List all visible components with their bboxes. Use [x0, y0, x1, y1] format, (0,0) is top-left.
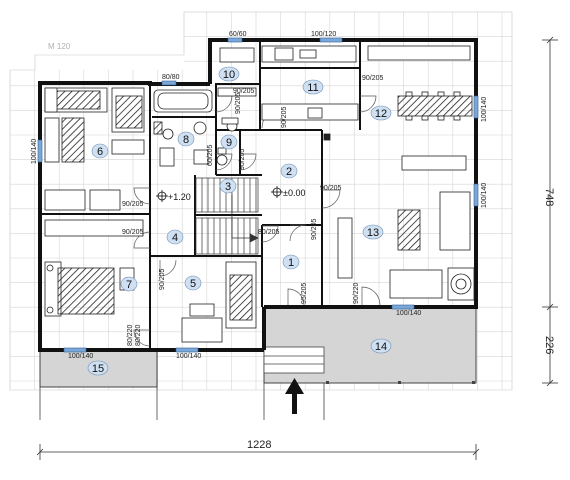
- level-marker-ground: ±0.00: [271, 186, 305, 198]
- room-number-badge: [219, 178, 237, 194]
- terrace-steps: [263, 346, 325, 374]
- room-number-1: 1: [282, 254, 300, 270]
- door-80-220-b-label: 80/220: [127, 324, 134, 346]
- room-number-12: 12: [370, 105, 392, 121]
- room-number-text: 1: [288, 257, 294, 269]
- door-80-205-label: 80/205: [258, 229, 280, 236]
- door-90-205-kitchen-label: 90/205: [281, 106, 288, 128]
- room-number-badge: [166, 229, 184, 245]
- door-90-205-room10-label: 90/205: [233, 88, 255, 95]
- room-number-3: 3: [219, 178, 237, 194]
- room-number-text: 10: [223, 69, 235, 81]
- door-90-205-room13-label: 90/205: [320, 185, 342, 192]
- level-marker-upper: +1.20: [156, 190, 191, 202]
- terrace-posts: [326, 381, 475, 384]
- door-swings: [133, 95, 381, 347]
- room-number-9: 9: [220, 134, 238, 150]
- room-number-badge: [280, 163, 298, 179]
- room-number-badge: [91, 143, 109, 159]
- dimension-total-width: 1228: [247, 439, 271, 451]
- room-number-5: 5: [184, 275, 202, 291]
- room-number-6: 6: [91, 143, 109, 159]
- level-upper: +1.20: [168, 192, 191, 202]
- window-60-60-label: 60/60: [229, 31, 247, 38]
- room-number-text: 13: [367, 227, 379, 239]
- door-90-205-room5-label: 90/205: [159, 268, 166, 290]
- room-number-13: 13: [362, 224, 384, 240]
- support-lines: [39, 383, 325, 420]
- room-number-text: 8: [183, 134, 189, 146]
- room-number-text: 9: [226, 137, 232, 149]
- window-80-80-label: 80/80: [162, 74, 180, 81]
- furniture: [44, 45, 475, 343]
- opening-labels-vertical: 90/205 100/140 100/140 100/140 60/205 90…: [31, 92, 488, 346]
- room-number-11: 11: [302, 79, 324, 95]
- dimension-house-depth: 748: [543, 188, 555, 206]
- room-number-10: 10: [218, 66, 240, 82]
- door-95-205-label: 95/205: [301, 282, 308, 304]
- room-number-14: 14: [370, 338, 392, 354]
- room-number-badge: [370, 105, 392, 121]
- room-number-text: 15: [92, 363, 104, 375]
- grid-label: M 120: [48, 42, 71, 51]
- level-ground: ±0.00: [283, 188, 305, 198]
- room-number-8: 8: [177, 131, 195, 147]
- door-90-205-room8-label: 90/205: [235, 92, 242, 114]
- window-100-140-bottom-a-label: 100/140: [68, 353, 93, 360]
- window-100-140-right-a-label: 100/140: [481, 97, 488, 122]
- room-number-text: 4: [172, 232, 178, 244]
- room-number-badge: [302, 79, 324, 95]
- room-number-text: 11: [307, 82, 318, 94]
- door-90-205-room7-label: 90/205: [122, 229, 144, 236]
- entrance-arrow: [285, 378, 304, 414]
- door-90-205-room12-label: 90/205: [362, 75, 384, 82]
- room-number-badge: [370, 338, 392, 354]
- dimension-terrace-depth: 226: [543, 336, 555, 354]
- room-number-badge: [87, 360, 109, 376]
- room-number-text: 12: [375, 108, 387, 120]
- window-100-120-label: 100/120: [311, 31, 336, 38]
- window-100-140-left-label: 100/140: [31, 139, 38, 164]
- room-number-badge: [362, 224, 384, 240]
- room-number-badge: [220, 134, 238, 150]
- interior-walls: [40, 40, 361, 350]
- door-80-220-a-label: 80/220: [135, 324, 142, 346]
- door-90-205-room2-label: 90/205: [311, 218, 318, 240]
- room-number-text: 14: [375, 341, 387, 353]
- room-number-4: 4: [166, 229, 184, 245]
- room-number-text: 7: [126, 279, 132, 291]
- room-number-text: 3: [225, 181, 231, 193]
- door-90-205-room6-label: 90/205: [122, 201, 144, 208]
- window-100-140-bottom-b-label: 100/140: [176, 353, 201, 360]
- window-100-140-right-b-label: 100/140: [481, 183, 488, 208]
- room-number-text: 5: [190, 278, 196, 290]
- windows: [37, 37, 479, 353]
- door-90-220-label: 90/220: [353, 282, 360, 304]
- door-90-205-room9-label: 90/205: [239, 148, 246, 170]
- room-number-badge: [218, 66, 240, 82]
- room-number-badge: [177, 131, 195, 147]
- room-number-text: 6: [97, 146, 103, 158]
- window-100-140-bottom-c-label: 100/140: [396, 310, 421, 317]
- room-number-badge: [184, 275, 202, 291]
- dimension-lines: [36, 36, 558, 460]
- room-number-7: 7: [120, 276, 138, 292]
- opening-labels: 60/60 100/120 80/80 90/205 90/205 90/205…: [68, 31, 421, 360]
- door-60-205-label: 60/205: [207, 144, 214, 166]
- room-number-15: 15: [87, 360, 109, 376]
- room-number-badge: [282, 254, 300, 270]
- room-number-text: 2: [286, 166, 292, 178]
- room-number-badge: [120, 276, 138, 292]
- room-number-2: 2: [280, 163, 298, 179]
